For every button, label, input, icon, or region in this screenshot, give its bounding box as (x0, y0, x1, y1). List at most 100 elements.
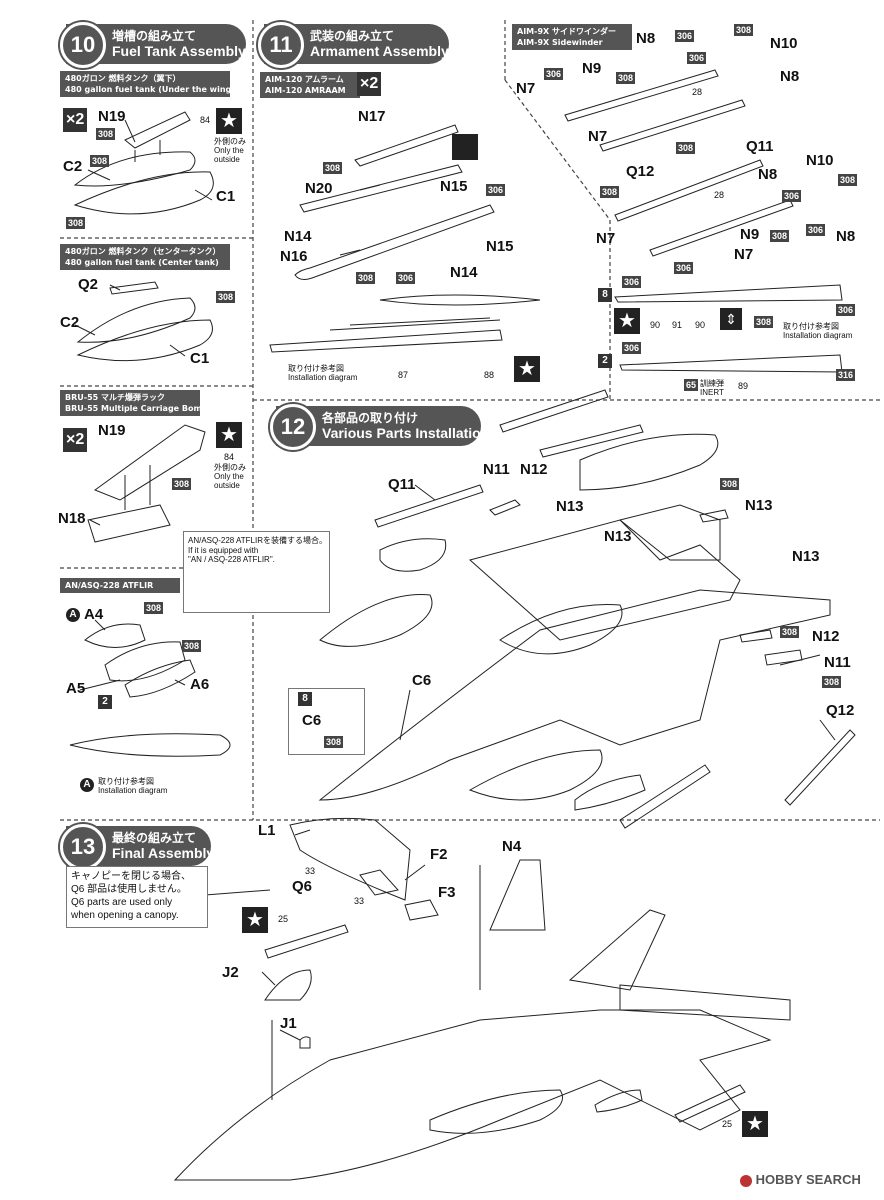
part-label: Q11 (746, 138, 774, 155)
part-code: 306 (687, 52, 707, 64)
part-code: 89 (738, 381, 749, 391)
section-number: 13 (60, 824, 106, 870)
star-icon: ★ (614, 308, 640, 334)
part-code: 308 (323, 162, 343, 174)
part-code: 308 (144, 602, 164, 614)
part-code: 306 (622, 342, 642, 354)
part-code: 306 (675, 30, 695, 42)
part-label: Q2 (78, 276, 99, 293)
part-label: N9 (582, 60, 602, 77)
section-title-en: Various Parts Installation (322, 425, 490, 441)
watermark-logo-icon (740, 1174, 752, 1187)
decal-icon (452, 134, 478, 160)
part-label: N4 (502, 838, 522, 855)
part-label: Q12 (826, 702, 855, 719)
part-label: N15 (440, 178, 468, 195)
part-label: N7 (588, 128, 608, 145)
part-code: 28 (692, 87, 703, 97)
part-label: N8 (780, 68, 800, 85)
part-code: 308 (616, 72, 636, 84)
subhead-amraam: AIM-120 アムラーム AIM-120 AMRAAM (260, 72, 360, 98)
part-label: F2 (430, 846, 448, 863)
section-number: 10 (60, 22, 106, 68)
subhead-atflir: AN/ASQ-228 ATFLIR (60, 578, 180, 593)
part-code: 308 (734, 24, 754, 36)
part-label: N17 (358, 108, 386, 125)
part-code: 91 (672, 320, 683, 330)
subhead-tank-center: 480ガロン 燃料タンク（センタータンク） 480 gallon fuel ta… (60, 244, 230, 270)
note-outside: 外側のみ Only the outside (214, 463, 246, 490)
part-code: 308 (324, 736, 344, 748)
part-code: 90 (650, 320, 661, 330)
watermark-text: HOBBY SEARCH (755, 1172, 861, 1187)
part-label: N10 (806, 152, 834, 169)
part-code: 25 (278, 914, 289, 924)
part-label: N13 (604, 528, 632, 545)
quantity-x2: ×2 (63, 108, 88, 132)
part-code: 84 (224, 452, 235, 462)
part-label: N10 (770, 35, 798, 52)
part-label: N12 (812, 628, 840, 645)
paint-number: 2 (98, 695, 112, 709)
canopy-note: キャノピーを閉じる場合、 Q6 部品は使用しません。 Q6 parts are … (71, 871, 191, 921)
part-label: C1 (190, 350, 210, 367)
part-code: 308 (754, 316, 774, 328)
note-outside: 外側のみ Only the outside (214, 137, 246, 164)
part-label: N19 (98, 108, 126, 125)
subhead-bru55: BRU-55 マルチ爆弾ラック BRU-55 Multiple Carriage… (60, 390, 232, 416)
section-10-header: 10 増槽の組み立て Fuel Tank Assembly (60, 22, 246, 68)
part-code: 316 (836, 369, 856, 381)
part-label: N13 (745, 497, 773, 514)
subhead-sidewinder: AIM-9X サイドワインダー AIM-9X Sidewinder (512, 24, 632, 50)
part-code: 306 (622, 276, 642, 288)
part-label: N7 (596, 230, 616, 247)
part-label: N12 (520, 461, 548, 478)
part-label: N9 (740, 226, 760, 243)
section-11-header: 11 武装の組み立て Armament Assembly (258, 22, 449, 68)
part-code: 308 (216, 291, 236, 303)
callout-a: A (66, 608, 80, 622)
canopy-note-box: キャノピーを閉じる場合、 Q6 部品は使用しません。 Q6 parts are … (66, 866, 208, 928)
part-label: Q11 (388, 476, 416, 493)
section-title-en: Fuel Tank Assembly (112, 43, 246, 59)
part-label: C2 (60, 314, 80, 331)
star-icon: ★ (216, 108, 242, 134)
part-label: N14 (450, 264, 478, 281)
paint-number: 8 (298, 692, 312, 706)
subhead-tank-wing: 480ガロン 燃料タンク（翼下） 480 gallon fuel tank (U… (60, 71, 235, 97)
part-code: 65 (684, 379, 699, 391)
part-code: 308 (600, 186, 620, 198)
section-number: 11 (258, 22, 304, 68)
part-label: N13 (556, 498, 584, 515)
part-label: F3 (438, 884, 456, 901)
section-number: 12 (270, 404, 316, 450)
star-icon: ★ (216, 422, 242, 448)
part-code: 33 (354, 896, 365, 906)
part-label: N8 (636, 30, 656, 47)
watermark: HOBBY SEARCH (740, 1172, 861, 1187)
part-code: 308 (356, 272, 376, 284)
part-code: 28 (714, 190, 725, 200)
part-code: 25 (722, 1119, 733, 1129)
part-code: 306 (836, 304, 856, 316)
part-label: C1 (216, 188, 236, 205)
section-title-en: Final Assembly (112, 845, 215, 861)
note-install: 取り付け参考図 Installation diagram (288, 364, 358, 382)
part-code: 306 (544, 68, 564, 80)
paint-number: 8 (598, 288, 612, 302)
part-label: N15 (486, 238, 514, 255)
part-label: N7 (516, 80, 536, 97)
part-code: 33 (305, 866, 316, 876)
part-label: A5 (66, 680, 86, 697)
part-code: 306 (486, 184, 506, 196)
section-title-jp: 最終の組み立て (112, 831, 197, 845)
part-code: 306 (782, 190, 802, 202)
part-code: 306 (396, 272, 416, 284)
callout-a: A (80, 778, 94, 792)
part-label: N14 (284, 228, 312, 245)
note-install: 取り付け参考図 Installation diagram (783, 322, 853, 340)
part-label: Q6 (292, 878, 313, 895)
part-code: 306 (674, 262, 694, 274)
